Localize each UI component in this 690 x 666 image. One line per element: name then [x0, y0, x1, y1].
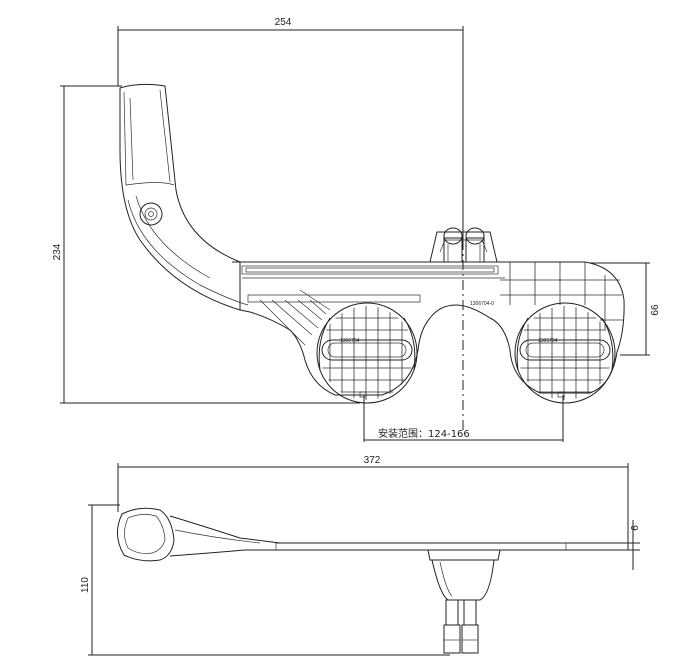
top-view: 254 234 66 安装范围：124-166 — [52, 17, 661, 442]
dimension-side-height-label: 110 — [80, 577, 91, 593]
install-range-label: 安装范围：124-166 — [378, 427, 470, 440]
right-knob: 1306704 — [514, 302, 616, 404]
dimension-height: 234 — [52, 85, 360, 404]
dimension-side-label: 66 — [650, 304, 661, 316]
dimension-side-height: 110 — [80, 504, 450, 656]
connectors — [429, 227, 498, 263]
knob-label-right: 1306704 — [538, 338, 558, 344]
dimension-thickness-label: 6 — [630, 525, 641, 531]
side-connector — [427, 549, 501, 654]
left-knob: 1306704 — [316, 302, 418, 404]
side-view: 372 110 6 — [80, 455, 641, 656]
mounting-plate: 1306704-0 — [232, 261, 625, 396]
dimension-width: 254 — [117, 17, 464, 240]
dimension-length: 372 — [117, 455, 629, 550]
dimension-side: 66 — [590, 262, 661, 356]
dimension-width-label: 254 — [275, 17, 292, 28]
handle-arm — [119, 83, 249, 311]
part-number: 1306704-0 — [470, 301, 494, 307]
side-plate — [275, 542, 628, 551]
dimension-height-label: 234 — [52, 243, 63, 260]
dial-knob-icon — [139, 202, 163, 226]
right-grid — [500, 262, 624, 330]
install-range: 安装范围：124-166 — [363, 395, 564, 442]
side-handle — [117, 507, 281, 562]
knob-label-left: 1306704 — [340, 338, 360, 344]
dimension-thickness: 6 — [625, 520, 641, 570]
dimension-length-label: 372 — [364, 455, 381, 466]
